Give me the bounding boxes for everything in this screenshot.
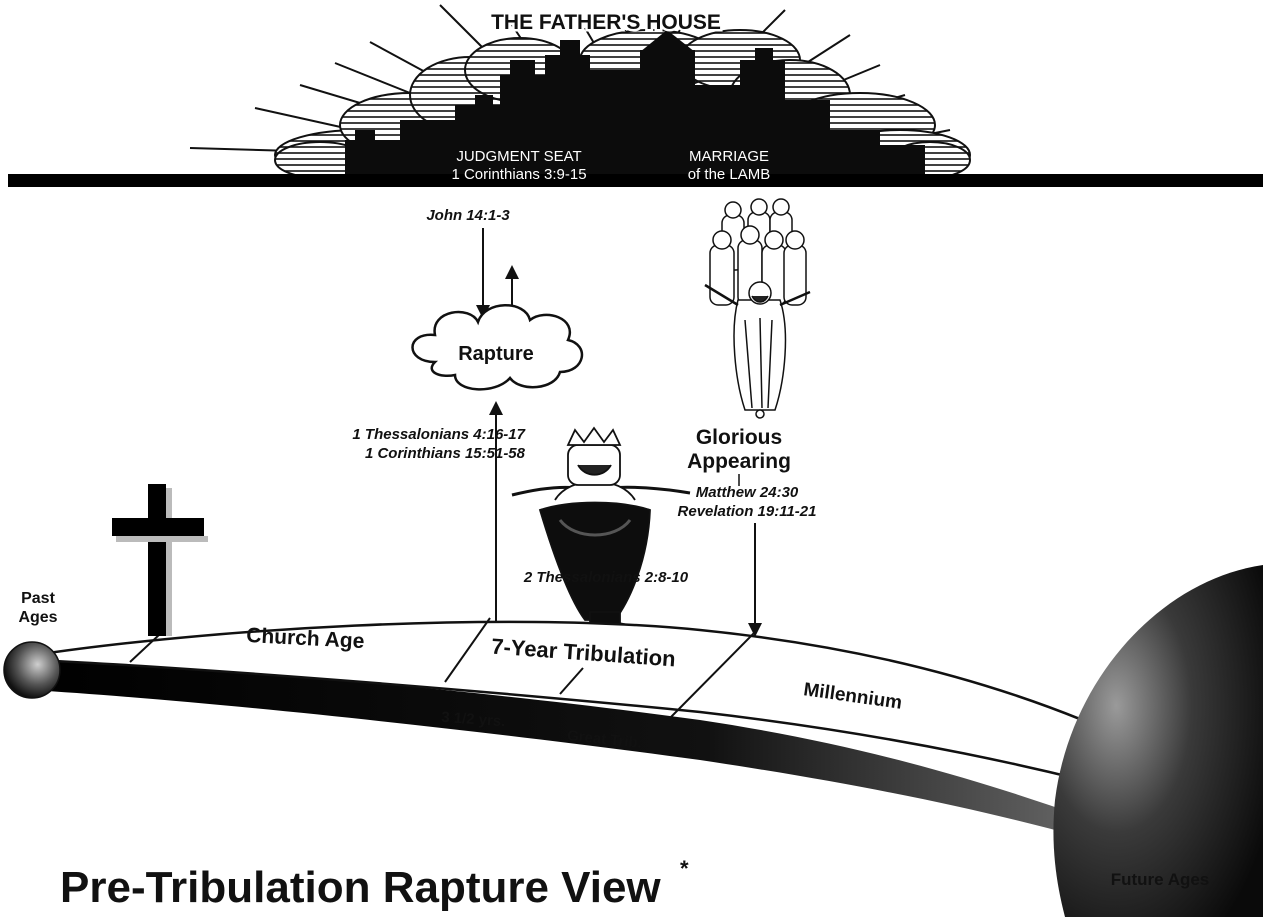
fathers-house-illustration — [8, 4, 1263, 187]
thessalonians-ref: 1 Thessalonians 4:16-17 — [352, 426, 525, 443]
past-ages-label-1: Past — [21, 590, 55, 607]
timeline-underside — [30, 660, 1160, 860]
cross-illustration — [112, 484, 208, 636]
diagram-title: Pre-Tribulation Rapture View — [60, 863, 661, 912]
title-asterisk: * — [680, 856, 689, 881]
antichrist-figure — [511, 426, 691, 639]
rapture-cloud — [411, 304, 584, 391]
john-ref: John 14:1-3 — [426, 207, 510, 224]
revelation-ref: Revelation 19:11-21 — [678, 503, 817, 520]
saints-group — [709, 198, 807, 306]
fathers-house-title: THE FATHER'S HOUSE — [491, 11, 721, 34]
heaven-ground-bar — [8, 174, 1263, 187]
glorious-label: Glorious — [696, 426, 782, 449]
rapture-label: Rapture — [458, 343, 534, 365]
appearing-label: Appearing — [687, 450, 791, 473]
corinthians-ref: 1 Corinthians 15:51-58 — [365, 445, 526, 462]
future-ages-label: Future Ages — [1111, 870, 1210, 889]
christ-figure — [704, 281, 811, 419]
timeline-dividers — [129, 617, 756, 719]
city-skyline — [345, 30, 925, 180]
judgment-seat-ref: 1 Corinthians 3:9-15 — [451, 166, 586, 183]
judgment-seat-label: JUDGMENT SEAT — [456, 148, 581, 165]
half-label: 3 1/2 yrs. — [441, 709, 506, 730]
antichrist-ref: 2 Thessalonians 2:8-10 — [523, 569, 689, 586]
past-ages-label-2: Ages — [18, 609, 57, 626]
marriage-sub: of the LAMB — [688, 166, 771, 183]
marriage-label: MARRIAGE — [689, 148, 769, 165]
past-ages-ball — [3, 641, 61, 699]
saints-procession-illustration — [704, 198, 811, 419]
matthew-ref: Matthew 24:30 — [696, 484, 799, 501]
future-ages-globe — [1053, 565, 1263, 917]
